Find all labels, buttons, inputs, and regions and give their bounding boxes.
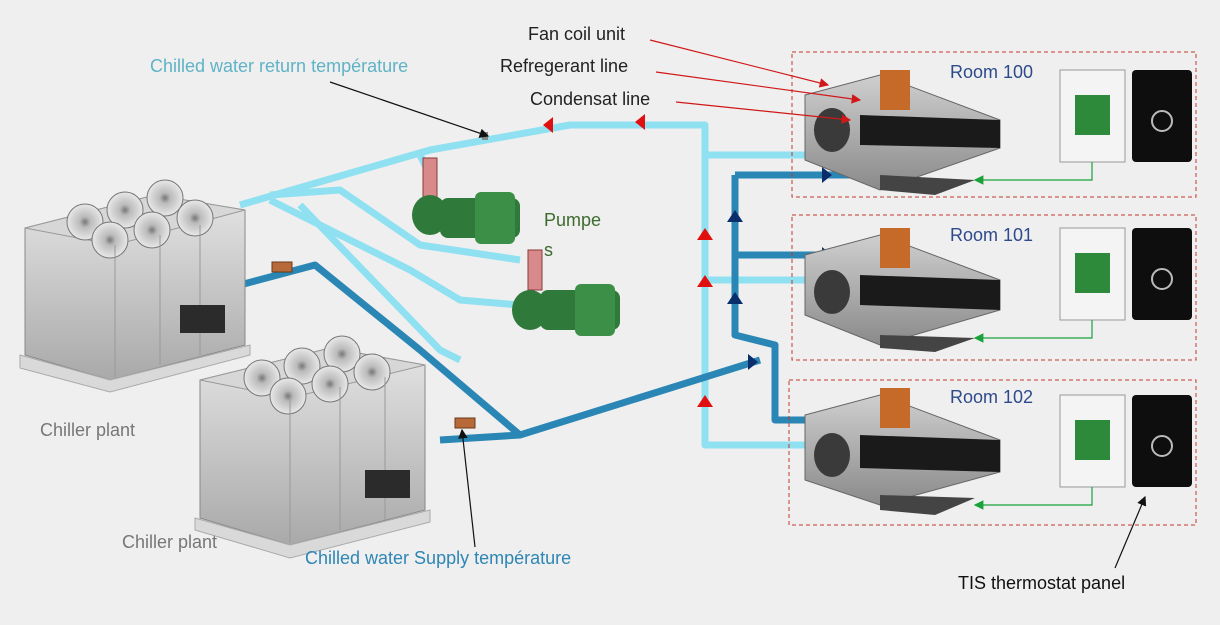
room-title-101: Room 101 xyxy=(950,225,1034,245)
return-pipes xyxy=(239,121,850,449)
pumps-label: Pumpe s xyxy=(544,205,601,265)
thermostat-panel-label: TIS thermostat panel xyxy=(958,573,1126,593)
room-102-box xyxy=(788,379,1197,526)
room-title-102: Room 102 xyxy=(950,387,1034,407)
pump-2 xyxy=(512,249,620,336)
pumps-label-line-2: s xyxy=(544,240,553,260)
pumps-label-line-1: Pumpe xyxy=(544,210,602,230)
fan-coil-icon xyxy=(804,228,1001,352)
room-title-100: Room 100 xyxy=(950,62,1034,82)
supply-temperature-label: Chilled water Supply température xyxy=(305,548,572,568)
condensate-line-label: Condensat line xyxy=(530,89,651,109)
fan-coil-unit-label: Fan coil unit xyxy=(528,24,626,44)
chiller-plant-2 xyxy=(194,335,431,559)
thermostat-icon xyxy=(1059,394,1192,488)
fan-coil-icon xyxy=(804,388,1001,515)
chiller-plant-1 xyxy=(19,179,251,393)
chiller-plant-2-label: Chiller plant xyxy=(122,532,218,552)
control-signal-lines xyxy=(973,162,1093,510)
chiller-1-fans xyxy=(66,179,214,259)
fan-coil-icon xyxy=(804,70,1001,195)
thermostat-icon xyxy=(1059,69,1192,163)
refrigerant-line-label: Refregerant line xyxy=(500,56,629,76)
chiller-plant-1-label: Chiller plant xyxy=(40,420,136,440)
room-101-box xyxy=(791,214,1197,361)
chiller-2-fans xyxy=(243,335,391,415)
pump-1 xyxy=(412,157,520,244)
return-temperature-label: Chilled water return température xyxy=(150,56,409,76)
room-100-box xyxy=(791,51,1197,198)
thermostat-icon xyxy=(1059,227,1192,321)
leader-lines xyxy=(329,39,1147,569)
